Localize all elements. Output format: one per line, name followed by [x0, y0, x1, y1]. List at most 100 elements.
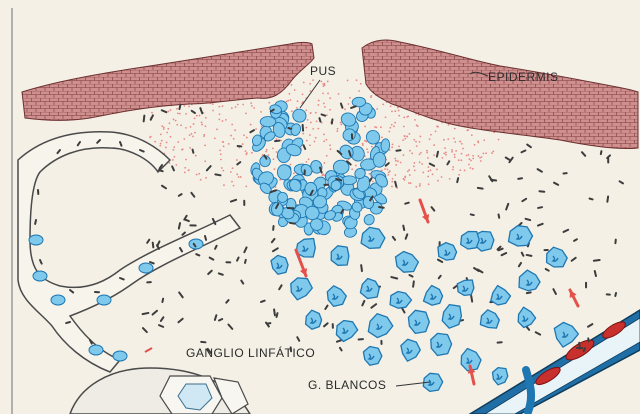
dermis-dot [441, 157, 443, 159]
dermis-dot [454, 128, 456, 130]
dermis-dot [477, 142, 479, 144]
dermis-dot [327, 93, 329, 95]
dermis-dot [414, 119, 416, 121]
bacteria-icon [409, 275, 412, 277]
dermis-dot [310, 112, 312, 114]
dermis-dot [251, 105, 253, 107]
dermis-dot [205, 177, 207, 179]
dermis-dot [238, 176, 240, 178]
dermis-dot [303, 82, 305, 84]
white-blood-cell-icon [461, 232, 480, 250]
dermis-dot [242, 104, 244, 106]
dermis-dot [184, 105, 186, 107]
dermis-dot [448, 124, 450, 126]
dermis-dot [403, 126, 405, 128]
dermis-dot [159, 145, 161, 147]
bacteria-icon [215, 174, 220, 175]
dermis-dot [291, 84, 293, 86]
dermis-dot [404, 138, 406, 140]
cell-body [461, 232, 480, 250]
dermis-dot [297, 100, 299, 102]
bacteria-icon [471, 214, 474, 215]
dermis-dot [201, 124, 203, 126]
dermis-dot [203, 134, 205, 136]
dermis-dot [196, 174, 198, 176]
dermis-dot [381, 136, 383, 138]
bacteria-icon [413, 281, 414, 286]
dermis-dot [176, 108, 178, 110]
dermis-dot [443, 139, 445, 141]
dermis-dot [419, 136, 421, 138]
dermis-dot [309, 83, 311, 85]
dermis-dot [172, 149, 174, 151]
dermis-dot [402, 139, 404, 141]
dermis-dot [344, 108, 346, 110]
dermis-dot [461, 153, 463, 155]
bacteria-icon [66, 322, 70, 323]
dermis-dot [309, 144, 311, 146]
dermis-dot [273, 158, 275, 160]
dermis-dot [459, 141, 461, 143]
dermis-dot [391, 146, 393, 148]
dermis-dot [307, 119, 309, 121]
dermis-dot [212, 110, 214, 112]
dermis-dot [218, 119, 220, 121]
dermis-dot [398, 110, 400, 112]
white-blood-cell-icon [431, 333, 452, 355]
dermis-dot [419, 183, 421, 185]
dermis-dot [205, 117, 207, 119]
dermis-dot [470, 167, 472, 169]
dermis-dot [347, 79, 349, 81]
bacteria-icon [261, 301, 265, 302]
dermis-dot [288, 93, 290, 95]
dermis-dot [360, 83, 362, 85]
dermis-dot [174, 156, 176, 158]
dermis-dot [251, 152, 253, 154]
dermis-dot [391, 186, 393, 188]
dermis-dot [398, 115, 400, 117]
bacteria-icon [478, 188, 483, 189]
bacteria-icon [526, 219, 531, 220]
dermis-dot [455, 150, 457, 152]
dermis-dot [472, 168, 474, 170]
dermis-dot [160, 133, 162, 135]
dermis-dot [265, 151, 267, 153]
dermis-dot [166, 132, 168, 134]
dermis-dot [453, 138, 455, 140]
dermis-dot [408, 169, 410, 171]
dermis-dot [246, 137, 248, 139]
dermis-dot [447, 138, 449, 140]
dermis-dot [246, 152, 248, 154]
dermis-dot [198, 173, 200, 175]
dermis-dot [310, 122, 312, 124]
white-blood-cell-icon [97, 295, 111, 305]
white-blood-cell-icon [457, 280, 474, 295]
dermis-dot [175, 164, 177, 166]
dermis-dot [441, 176, 443, 178]
dermis-dot [219, 113, 221, 115]
dermis-dot [382, 103, 384, 105]
dermis-dot [165, 147, 167, 149]
dermis-dot [464, 170, 466, 172]
dermis-dot [419, 161, 421, 163]
dermis-dot [362, 143, 364, 145]
dermis-dot [243, 134, 245, 136]
bacteria-icon [332, 119, 333, 123]
dermis-dot [430, 134, 432, 136]
dermis-dot [220, 153, 222, 155]
dermis-dot [305, 161, 307, 163]
dermis-dot [192, 136, 194, 138]
bacteria-icon [140, 150, 144, 152]
dermis-dot [173, 146, 175, 148]
dermis-dot [349, 97, 351, 99]
dermis-dot [372, 181, 374, 183]
dermis-dot [184, 167, 186, 169]
dermis-dot [428, 170, 430, 172]
bacteria-icon [437, 152, 438, 157]
dermis-dot [196, 115, 198, 117]
dermis-dot [422, 172, 424, 174]
bacteria-icon [471, 296, 472, 302]
bacteria-icon [391, 277, 397, 278]
dermis-dot [219, 149, 221, 151]
bacteria-icon [615, 293, 616, 296]
